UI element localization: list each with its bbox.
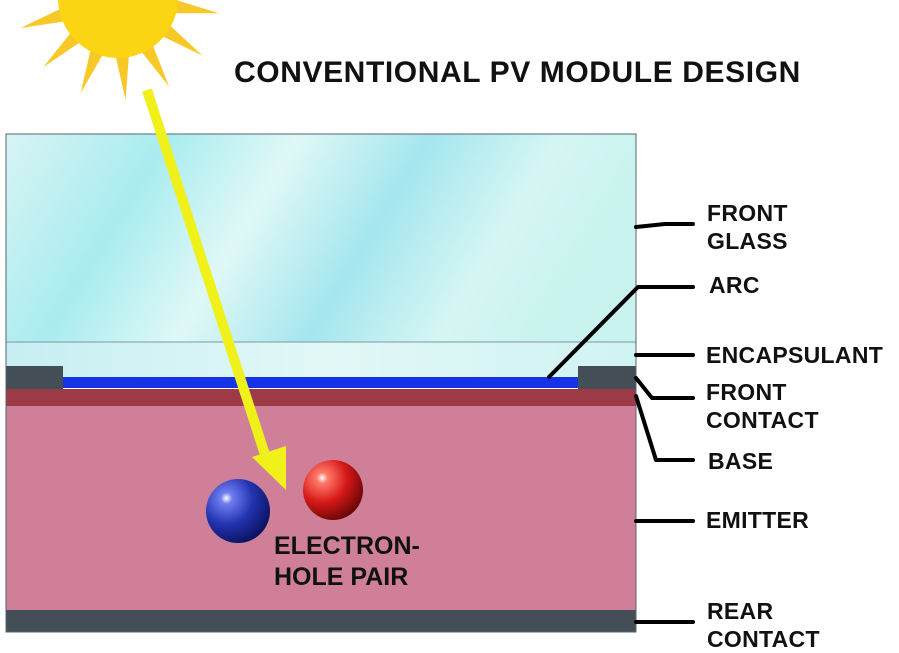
electron-sphere [206,479,270,543]
sun-ray [43,29,83,68]
front-contact-right [578,366,636,389]
label-front-glass: FRONT GLASS [707,199,788,255]
sun-ray [159,22,203,56]
arc-layer [63,377,578,388]
label-electron-hole-line1: ELECTRON- [274,532,420,560]
label-base: BASE [708,448,774,474]
leader-line-arc [547,285,695,379]
label-encapsulant: ENCAPSULANT [706,342,884,368]
label-arc: ARC [709,272,760,298]
diagram-title: CONVENTIONAL PV MODULE DESIGN [234,56,801,89]
sun-icon [20,0,219,100]
label-front-glass-line1: FRONT [707,200,788,226]
label-electron-hole-pair: ELECTRON- HOLE PAIR [274,531,420,593]
hole-sphere [303,460,363,520]
front-glass-layer [5,133,637,343]
sun-ray [80,46,105,93]
label-front-contact: FRONT CONTACT [706,378,819,434]
base-layer [6,389,636,406]
sun-ray [20,7,68,28]
label-emitter: EMITTER [706,507,810,533]
sun-ray [170,0,219,14]
label-front-contact-line2: CONTACT [706,407,819,433]
label-rear-contact-line1: REAR [707,598,774,624]
label-rear-contact: REAR CONTACT [707,597,820,653]
leader-line-front-glass [634,222,695,229]
encapsulant-layer [5,341,637,379]
sun-ray [139,41,169,87]
label-front-contact-line1: FRONT [706,379,787,405]
label-front-glass-line2: GLASS [707,228,788,254]
sunlight-arrow [142,88,286,490]
leader-line-base [634,394,695,462]
front-contact-left [6,366,63,389]
label-electron-hole-line2: HOLE PAIR [274,563,409,591]
rear-contact-layer [6,610,636,632]
label-rear-contact-line2: CONTACT [707,626,820,652]
leader-line-front-contact [634,376,695,400]
sun-ray [114,51,130,100]
